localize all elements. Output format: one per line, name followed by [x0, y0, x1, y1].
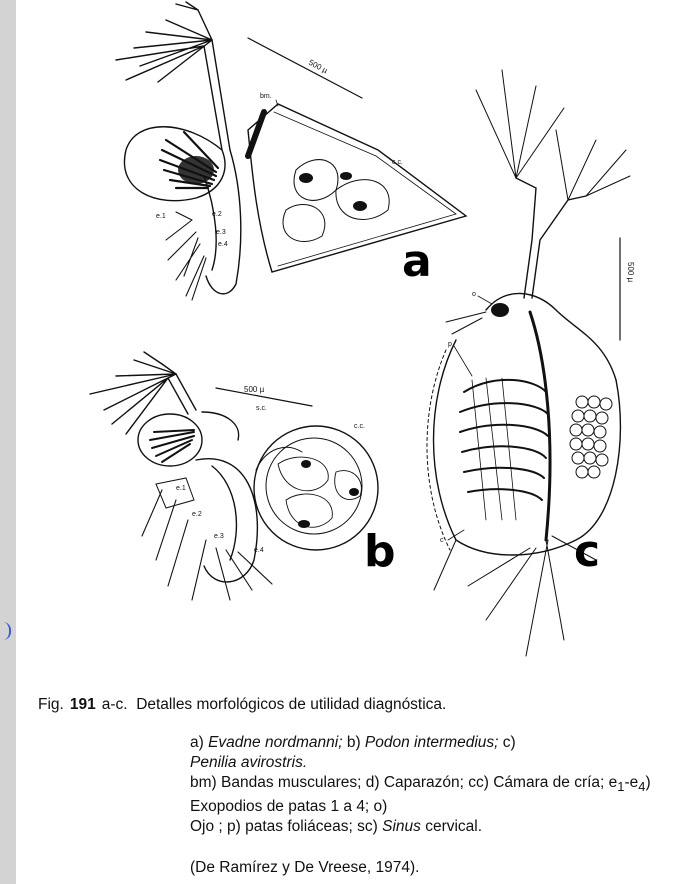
panel-label-c: c [574, 526, 600, 577]
figure-citation: (De Ramírez y De Vreese, 1974). [190, 858, 690, 878]
label-a-e1: e.1 [156, 213, 166, 220]
species-c-key: c) [498, 734, 515, 751]
fig-range: a-c. [102, 696, 128, 713]
label-b-e4: e.4 [254, 547, 264, 554]
label-b-e3: e.3 [214, 533, 224, 540]
panel-label-b: b [364, 526, 396, 577]
label-a-bm: bm. [260, 93, 272, 100]
species-a-name: Evadne nordmanni; [208, 734, 342, 751]
figure-191: a b c 500 µ 500 µ 500 µ bm. c.c. e.1 e.2… [16, 0, 696, 670]
figure-caption-title: Fig. 191 a-c. Detalles morfológicos de uti… [38, 695, 688, 715]
fig-number: 191 [70, 696, 96, 713]
label-b-sc: s.c. [256, 405, 267, 412]
label-a-e4: e.4 [218, 241, 228, 248]
legend-1-text: bm) Bandas musculares; d) Caparazón; cc)… [190, 774, 617, 791]
label-a-e2: e.2 [212, 211, 222, 218]
label-b-cc: c.c. [354, 423, 365, 430]
legend-1-mid: -e [624, 774, 638, 791]
label-b-e2: e.2 [192, 511, 202, 518]
specimen-b-drawing [90, 352, 378, 600]
label-b-e1: e.1 [176, 485, 186, 492]
species-a-key: a) [190, 734, 208, 751]
legend-line-2: Ojo ; p) patas foliáceas; sc) Sinus cerv… [190, 817, 690, 837]
legend-2-italic: Sinus [382, 818, 421, 835]
label-a-e3: e.3 [216, 229, 226, 236]
species-b-key: b) [343, 734, 365, 751]
label-c-o: o [472, 291, 476, 298]
label-a-cc: c.c. [392, 159, 403, 166]
fig-prefix: Fig. [38, 696, 64, 713]
legend-2-text: Ojo ; p) patas foliáceas; sc) [190, 818, 382, 835]
species-b-name: Podon intermedius; [365, 734, 499, 751]
species-line: a) Evadne nordmanni; b) Podon intermediu… [190, 733, 690, 773]
panel-label-a: a [402, 236, 432, 287]
label-c-p: p [448, 341, 452, 348]
scale-bar-label-a: 500 µ [307, 58, 329, 76]
label-c-c: c [440, 537, 444, 544]
page-edge-mark [3, 622, 11, 640]
scale-bar-label-c: 500 µ [626, 262, 635, 283]
scale-bar-label-b: 500 µ [244, 385, 265, 394]
document-page: a b c 500 µ 500 µ 500 µ bm. c.c. e.1 e.2… [16, 0, 696, 884]
caption-title: Detalles morfológicos de utilidad diagnó… [136, 696, 446, 713]
figure-caption-legend: a) Evadne nordmanni; b) Podon intermediu… [190, 733, 690, 837]
legend-2-end: cervical. [421, 818, 482, 835]
species-c-name: Penilia avirostris. [190, 754, 307, 771]
legend-line-1: bm) Bandas musculares; d) Caparazón; cc)… [190, 773, 690, 817]
